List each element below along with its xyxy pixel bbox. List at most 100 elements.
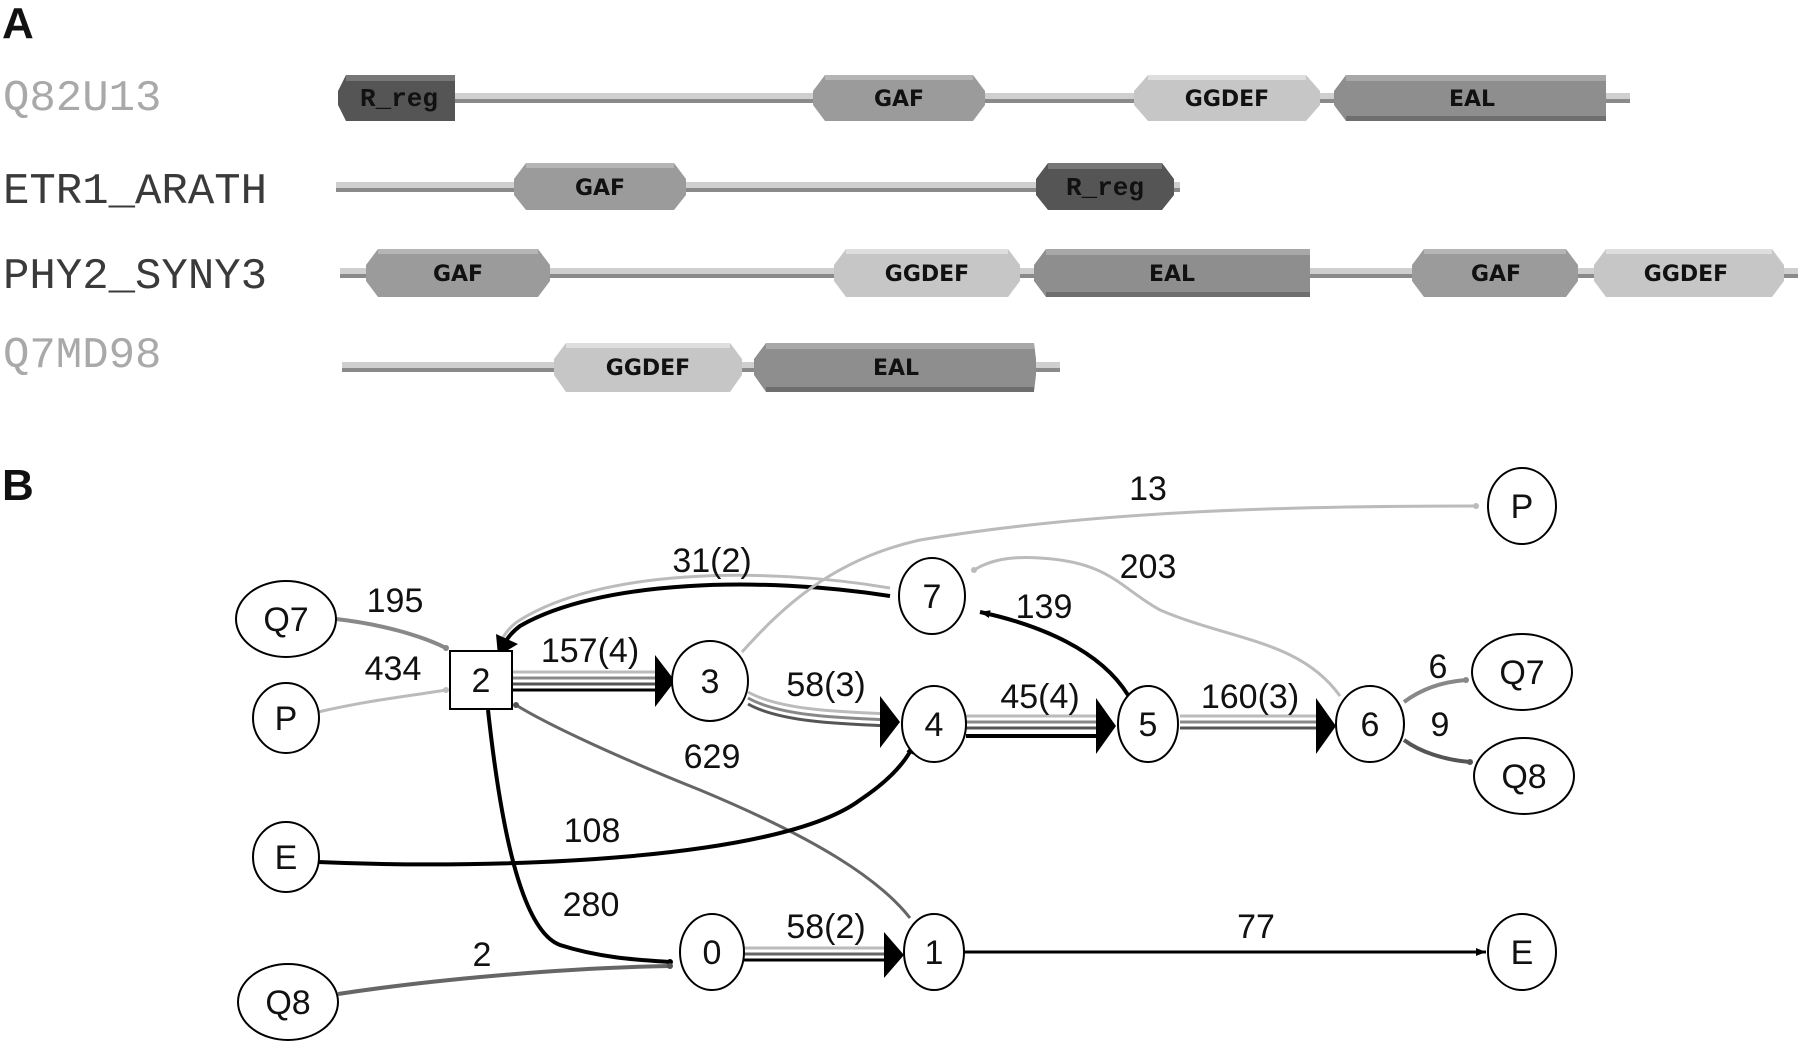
domain-label: R_reg (360, 84, 438, 114)
edge-6-q8 (1402, 738, 1473, 765)
edges (317, 503, 1486, 996)
node-2[interactable]: 2 (449, 650, 513, 710)
node-e-left[interactable]: E (252, 821, 320, 893)
domain-ggdef[interactable]: GGDEF (834, 249, 1020, 297)
domain-gaf[interactable]: GAF (1412, 249, 1578, 297)
edge-q8-0 (337, 963, 673, 996)
domain-gaf[interactable]: GAF (366, 249, 550, 297)
svg-text:4: 4 (925, 706, 944, 744)
svg-text:P: P (275, 700, 298, 738)
node-e-right[interactable]: E (1487, 913, 1557, 991)
svg-text:E: E (1511, 934, 1534, 972)
protein-row-phy2: PHY2_SYNY3 GAF GGDEF EAL GAF GGDEF (3, 249, 1798, 302)
domain-gaf[interactable]: GAF (514, 163, 686, 210)
node-q7-right[interactable]: Q7 (1471, 633, 1573, 711)
edge-label-2-3: 157(4) (541, 632, 639, 670)
domain-label: GAF (874, 87, 924, 112)
node-p-left[interactable]: P (252, 682, 320, 754)
edge-label-1-2: 629 (684, 738, 741, 776)
edge-label-3-4: 58(3) (786, 666, 865, 704)
panel-a-label: A (2, 0, 34, 48)
domain-eal[interactable]: EAL (754, 343, 1036, 392)
edge-label-6-7: 203 (1120, 548, 1177, 586)
domain-rreg[interactable]: R_reg (1036, 163, 1174, 210)
node-q7-left[interactable]: Q7 (235, 580, 337, 658)
protein-name-etr1: ETR1_ARATH (3, 167, 267, 217)
edge-label-4-5: 45(4) (1000, 678, 1079, 716)
svg-text:7: 7 (923, 578, 942, 616)
edge-label-5-7: 139 (1016, 588, 1073, 626)
domain-label: GAF (433, 262, 483, 287)
domain-rreg[interactable]: R_reg (338, 75, 455, 121)
node-1[interactable]: 1 (903, 913, 965, 991)
node-6[interactable]: 6 (1335, 685, 1405, 763)
edge-label-5-6: 160(3) (1201, 678, 1299, 716)
edge-5-6 (1180, 698, 1336, 754)
edge-2-3 (512, 655, 675, 707)
domain-gaf[interactable]: GAF (813, 75, 985, 121)
protein-row-q7md98: Q7MD98 GGDEF EAL (3, 331, 1060, 392)
edge-label-6-q8: 9 (1431, 706, 1450, 744)
protein-name-q82u13: Q82U13 (3, 74, 161, 124)
svg-text:3: 3 (701, 663, 720, 701)
node-7[interactable]: 7 (898, 557, 966, 635)
domain-label: EAL (1449, 87, 1495, 112)
domain-eal[interactable]: EAL (1034, 249, 1310, 297)
node-5[interactable]: 5 (1117, 685, 1179, 763)
edge-label-6-q7: 6 (1429, 648, 1448, 686)
node-4[interactable]: 4 (901, 685, 967, 763)
domain-label: GGDEF (1185, 87, 1269, 112)
domain-label: GAF (575, 176, 625, 201)
edge-label-q8-0: 2 (473, 936, 492, 974)
edge-label-q7-2: 195 (367, 582, 424, 620)
edge-6-7 (971, 556, 1342, 697)
protein-row-etr1: ETR1_ARATH GAF R_reg (3, 163, 1180, 217)
edge-label-0-1: 58(2) (786, 908, 865, 946)
node-3[interactable]: 3 (671, 640, 749, 722)
domain-ggdef[interactable]: GGDEF (1594, 249, 1784, 297)
edge-label-e-4: 108 (564, 812, 621, 850)
edge-label-1-e: 77 (1237, 908, 1275, 946)
domain-label: GGDEF (885, 262, 969, 287)
domain-label: GGDEF (606, 356, 690, 381)
protein-name-phy2: PHY2_SYNY3 (3, 252, 267, 302)
edge-label-3-pright: 13 (1129, 470, 1167, 508)
svg-text:P: P (1511, 488, 1534, 526)
node-q8-right[interactable]: Q8 (1473, 737, 1575, 815)
panel-b-label: B (2, 461, 34, 510)
edge-1-2 (513, 702, 912, 919)
edge-3-pright (740, 503, 1479, 654)
svg-text:6: 6 (1361, 706, 1380, 744)
nodes: Q7 P E Q8 2 3 7 4 (235, 467, 1575, 1041)
domain-label: GAF (1471, 262, 1521, 287)
node-p-right[interactable]: P (1487, 467, 1557, 545)
domain-ggdef[interactable]: GGDEF (554, 343, 742, 392)
svg-text:5: 5 (1139, 706, 1158, 744)
edge-6-q7 (1402, 677, 1469, 704)
edge-q7-2 (335, 617, 449, 651)
domain-ggdef[interactable]: GGDEF (1134, 75, 1320, 121)
node-q8-left[interactable]: Q8 (237, 963, 339, 1041)
protein-backbone (336, 182, 1180, 188)
edge-5-7 (979, 610, 1130, 697)
domain-label: R_reg (1066, 173, 1144, 203)
edge-labels: 195 434 157(4) 31(2) 13 58(3) 45(4) 139 … (365, 470, 1450, 974)
node-0[interactable]: 0 (679, 913, 745, 991)
protein-backbone-shadow (336, 188, 1180, 192)
domain-eal[interactable]: EAL (1334, 75, 1606, 121)
domain-label: EAL (873, 356, 919, 381)
edge-label-p-2: 434 (365, 650, 422, 688)
edge-3-4 (747, 690, 900, 748)
svg-text:1: 1 (925, 934, 944, 972)
svg-text:Q7: Q7 (1499, 654, 1544, 692)
svg-text:Q8: Q8 (265, 984, 310, 1022)
edge-p-2 (317, 687, 449, 714)
edge-2-0 (486, 709, 673, 965)
svg-text:0: 0 (703, 934, 722, 972)
protein-row-q82u13: Q82U13 R_reg GAF GGDEF EAL (3, 74, 1630, 124)
edge-4-5 (966, 698, 1116, 754)
protein-name-q7md98: Q7MD98 (3, 331, 161, 381)
domain-label: GGDEF (1644, 262, 1728, 287)
